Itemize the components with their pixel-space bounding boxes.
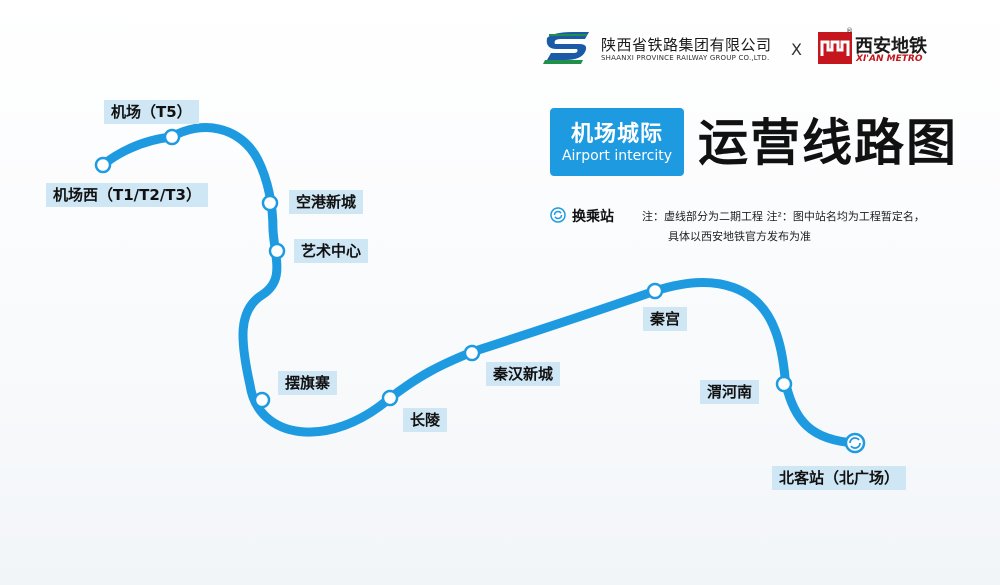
station-label-weihenan[interactable]: 渭河南 bbox=[700, 380, 760, 404]
station-dot-weihenan[interactable] bbox=[775, 375, 793, 393]
header: 陕西省铁路集团有限公司 SHAANXI PROVINCE RAILWAY GRO… bbox=[543, 27, 963, 70]
org-name-cn: 陕西省铁路集团有限公司 bbox=[601, 36, 772, 54]
interchange-label: 换乘站 bbox=[572, 209, 614, 225]
station-dot-qinhan[interactable] bbox=[463, 344, 481, 362]
station-dot-beikezhan[interactable] bbox=[844, 432, 866, 454]
station-label-jichangxi[interactable]: 机场西（T1/T2/T3） bbox=[46, 183, 208, 207]
station-label-baiqizhai[interactable]: 摆旗寨 bbox=[278, 371, 338, 395]
station-label-t5[interactable]: 机场（T5） bbox=[104, 100, 199, 124]
metro-name-cn: 西安地铁 bbox=[855, 36, 927, 57]
map-title: 运营线路图 bbox=[698, 114, 958, 172]
org-name-en: SHAANXI PROVINCE RAILWAY GROUP CO.,LTD. bbox=[601, 54, 770, 62]
station-label-qingong[interactable]: 秦宫 bbox=[643, 307, 688, 331]
station-dot-changling[interactable] bbox=[381, 389, 399, 407]
station-label-konggang[interactable]: 空港新城 bbox=[289, 190, 364, 214]
station-dot-yiyuan[interactable] bbox=[268, 242, 286, 260]
station-dot-baiqizhai[interactable] bbox=[253, 391, 271, 409]
station-label-yiyuan[interactable]: 艺术中心 bbox=[294, 239, 369, 263]
station-dot-t5[interactable] bbox=[163, 128, 181, 146]
station-label-beikezhan[interactable]: 北客站（北广场） bbox=[772, 466, 907, 490]
line-name-cn: 机场城际 bbox=[570, 122, 663, 147]
note-line-2: 具体以西安地铁官方发布为准 bbox=[668, 230, 811, 243]
registered-mark: ® bbox=[846, 27, 853, 35]
station-dot-qingong[interactable] bbox=[646, 282, 664, 300]
airport-intercity-line bbox=[98, 123, 860, 448]
interchange-icon bbox=[849, 437, 861, 449]
station-dot-jichangxi[interactable] bbox=[94, 156, 112, 174]
line-name-badge: 机场城际 Airport intercity bbox=[550, 108, 684, 176]
cross-mark: X bbox=[791, 40, 802, 59]
railway-group-logo-icon bbox=[543, 32, 589, 64]
interchange-icon bbox=[550, 207, 566, 223]
note-line-1: 注：虚线部分为二期工程 注²：图中站名均为工程暂定名， bbox=[642, 210, 925, 223]
legend: 换乘站 注：虚线部分为二期工程 注²：图中站名均为工程暂定名， 具体以西安地铁官… bbox=[550, 206, 950, 246]
station-label-qinhan[interactable]: 秦汉新城 bbox=[486, 362, 561, 386]
xian-metro-logo-icon bbox=[818, 32, 852, 64]
line-name-en: Airport intercity bbox=[561, 148, 673, 164]
station-dot-konggang[interactable] bbox=[261, 194, 279, 212]
metro-name-en: XI'AN METRO bbox=[856, 54, 923, 64]
station-label-changling[interactable]: 长陵 bbox=[403, 408, 448, 432]
